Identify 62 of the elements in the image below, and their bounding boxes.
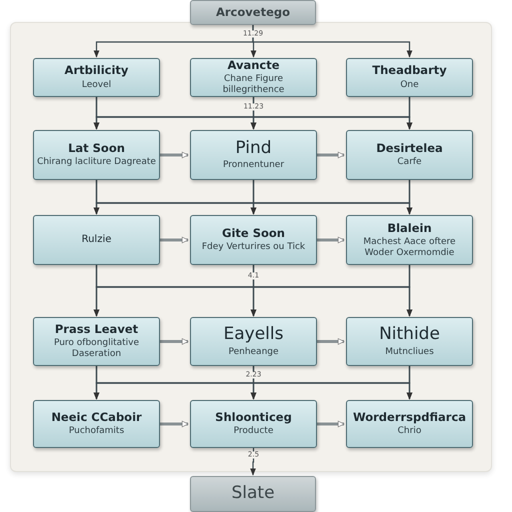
box-text: Chane Figure billegrithence: [222, 74, 286, 96]
box-title: Neeic CCaboir: [51, 410, 142, 424]
hollow-arrow: [160, 420, 188, 428]
process-box: [190, 215, 317, 265]
process-box: [190, 400, 317, 448]
box-title: Rulzie: [82, 234, 112, 246]
connector-arrow: [406, 366, 412, 400]
process-box: [33, 215, 160, 265]
process-box: [190, 317, 317, 366]
box-title: Slate: [231, 484, 275, 504]
process-box: [190, 130, 317, 180]
process-box: [33, 58, 160, 97]
box-text: Puchofamits: [68, 426, 124, 437]
box-title: Worderrspdfiarca: [352, 410, 466, 424]
box-text: Chirang lacliture Dagreate: [37, 157, 156, 168]
process-box: [190, 476, 316, 512]
box-title: Nithide: [379, 325, 440, 345]
box-title: Artbilicity: [64, 64, 128, 78]
process-box: [33, 317, 160, 366]
process-box: [190, 0, 316, 25]
box-text: Carfe: [397, 157, 422, 168]
hollow-arrow: [317, 420, 344, 428]
box-title: Theadbarty: [372, 64, 447, 78]
box-text: One: [400, 80, 419, 90]
box-title: Pind: [235, 138, 272, 158]
process-box: [346, 317, 473, 366]
box-text: Chrio: [398, 426, 422, 437]
hollow-arrow: [317, 152, 344, 158]
process-box: [33, 400, 160, 448]
process-box: [190, 58, 317, 97]
process-box: [346, 130, 473, 180]
box-text: Mutncliues: [385, 346, 434, 358]
box-text: Fdey Verturires ou Tick: [202, 242, 306, 253]
hollow-arrow: [160, 338, 188, 345]
box-text: Leovel: [82, 80, 112, 90]
connector-arrow: [406, 180, 412, 215]
hollow-arrow: [317, 236, 344, 244]
hollow-arrow: [160, 236, 188, 244]
box-title: Lat Soon: [68, 142, 125, 156]
box-title: Eayells: [224, 325, 284, 345]
box-title: Blalein: [387, 222, 432, 235]
hollow-arrow: [160, 152, 188, 158]
box-text: Machest Aace oftere Woder Oxermomdie: [362, 236, 457, 258]
box-title: Shloonticeg: [215, 410, 292, 424]
process-box: [346, 215, 473, 265]
box-text: Pronnentuner: [222, 160, 284, 172]
box-title: Avancte: [227, 59, 280, 72]
box-text: Puro ofbonglitative Daseration: [52, 338, 140, 360]
process-box: [33, 130, 160, 180]
box-title: Gite Soon: [222, 226, 285, 240]
connector-arrow: [406, 97, 412, 130]
connector-arrow: [406, 265, 412, 317]
connector-arrow: [252, 25, 412, 58]
box-title: Desirtelea: [376, 142, 443, 156]
connector-arrow: [250, 448, 256, 476]
box-text: Producte: [234, 426, 274, 437]
box-title: Arcovetego: [216, 6, 290, 20]
box-text: Penheange: [228, 346, 279, 358]
hollow-arrow: [317, 338, 344, 345]
process-box: [346, 58, 473, 97]
process-box: [346, 400, 473, 448]
box-title: Prass Leavet: [54, 323, 138, 336]
